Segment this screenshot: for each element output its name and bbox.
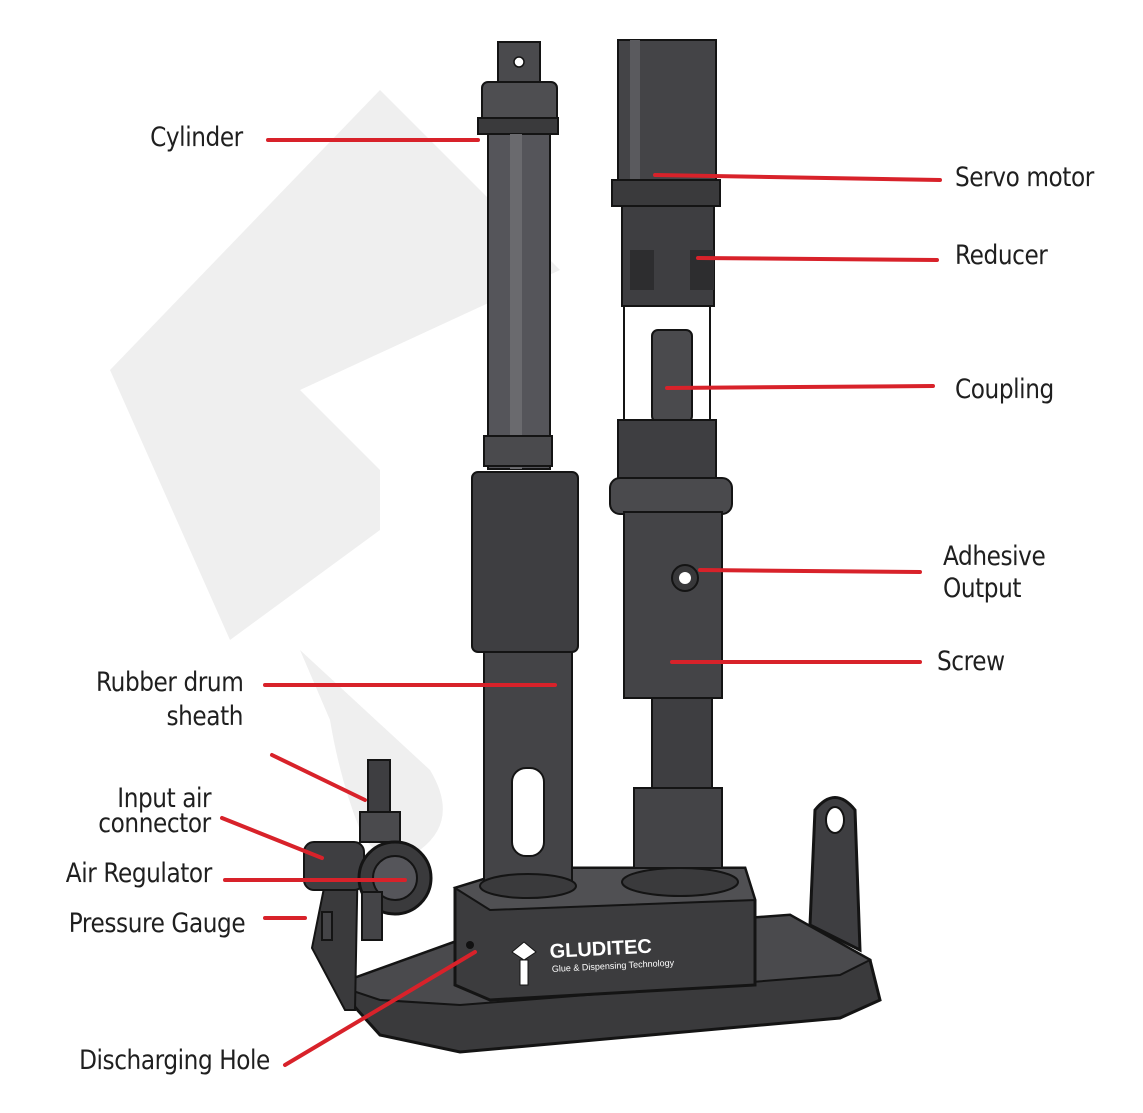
label-adhesive-output-line1: Adhesive [943,541,1046,572]
label-pressure-gauge: Pressure Gauge [68,908,246,939]
label-reducer: Reducer [955,240,1048,271]
brand-logo: GLUDITEC Glue & Dispensing Technology [511,936,675,986]
label-adhesive-output-line2: Output [943,573,1022,604]
label-servo-motor: Servo motor [955,162,1094,193]
leader-reducer [696,256,939,262]
label-rubber-drum-sheath-line1: Rubber drum [95,667,244,698]
leader-lines [220,138,942,1067]
label-screw: Screw [937,646,1005,677]
leader-input-air-connector-top [270,753,367,802]
leader-adhesive-output [698,568,922,574]
leader-discharging-hole [283,950,477,1067]
label-input-air-connector-line1: Input air [117,783,211,814]
label-rubber-drum-sheath-line2: sheath [166,701,243,732]
label-discharging-hole: Discharging Hole [79,1045,270,1076]
brand-name: GLUDITEC [549,936,652,963]
leader-input-air-connector [220,816,324,860]
label-cylinder: Cylinder [150,122,243,153]
leader-servo-motor [653,173,942,182]
label-air-regulator: Air Regulator [65,858,212,889]
watermark-logo [110,90,560,857]
label-input-air-connector-line2: connector [98,808,212,839]
right-column [609,39,739,897]
left-column [471,41,579,899]
leader-coupling [665,384,935,390]
label-coupling: Coupling [955,374,1054,405]
